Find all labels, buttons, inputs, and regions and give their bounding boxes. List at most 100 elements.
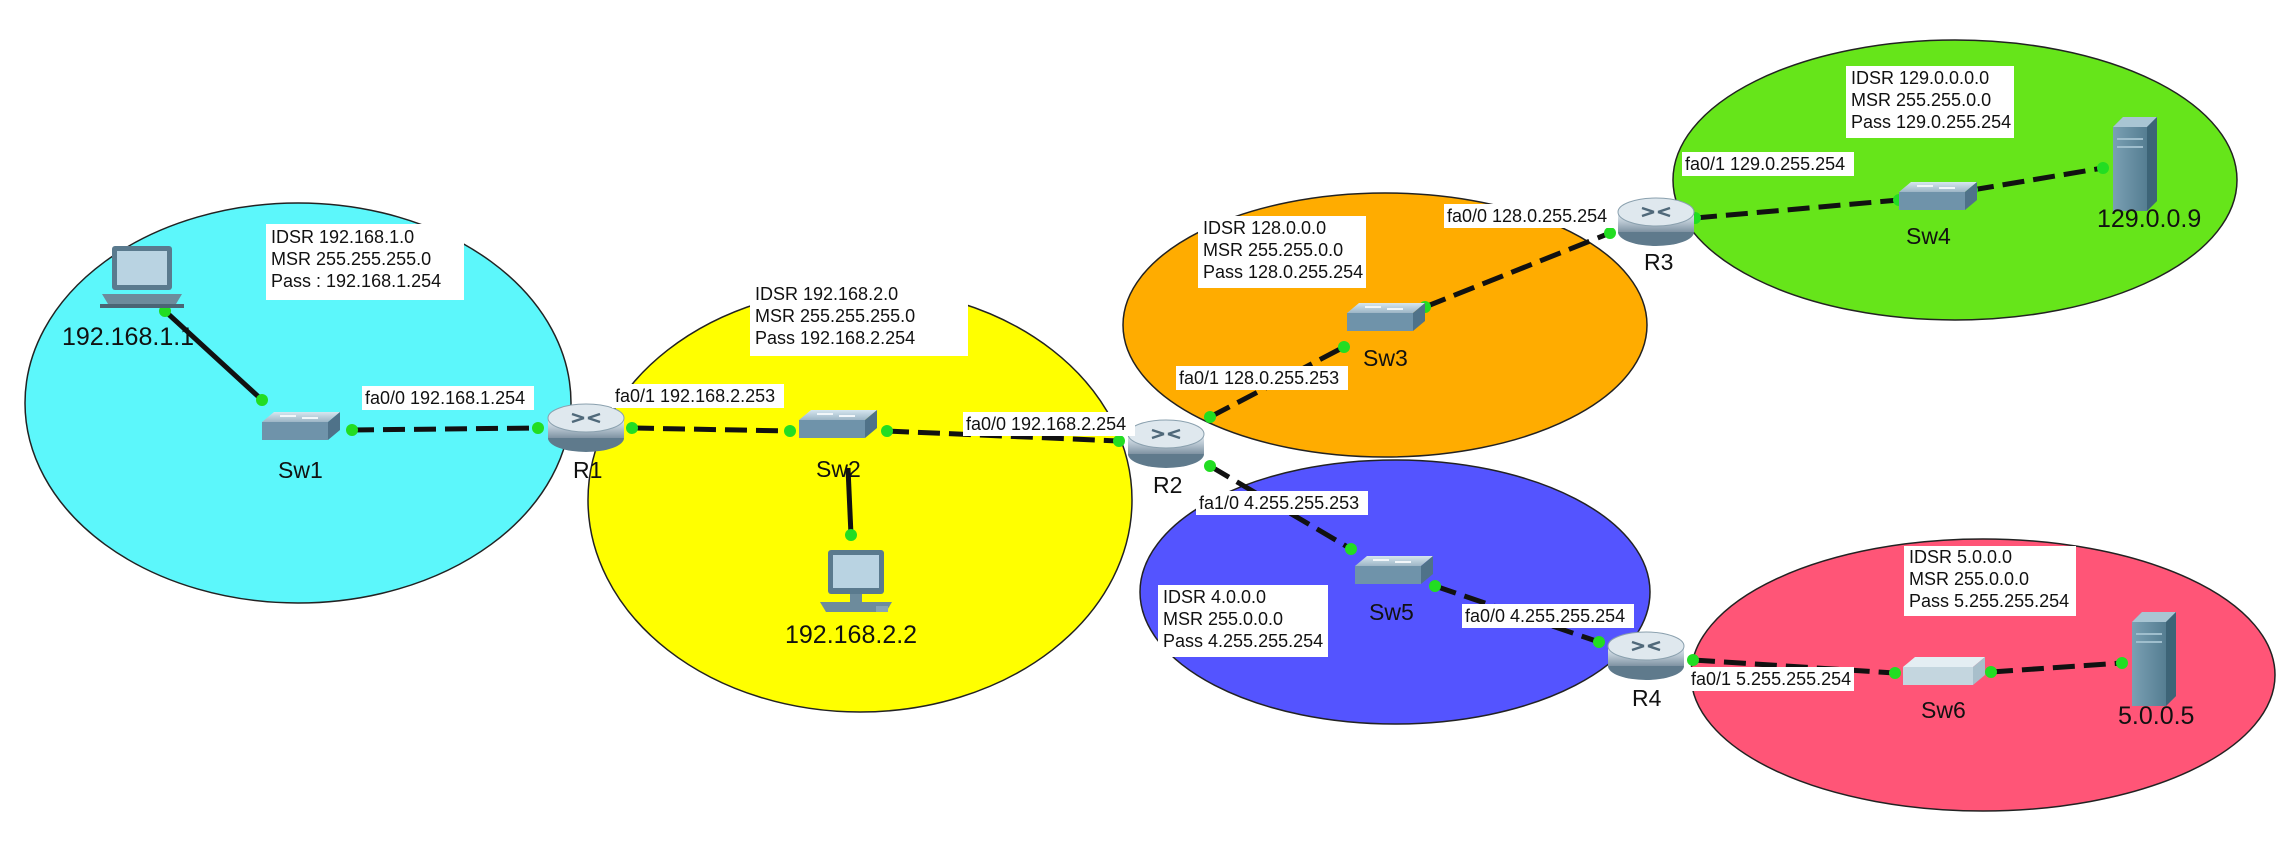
link-sw5-r4 [1434,583,1600,645]
network-info-box-6: IDSR 5.0.0.0 MSR 255.0.0.0 Pass 5.255.25… [1904,546,2076,616]
svg-text:Pass 5.255.255.254: Pass 5.255.255.254 [1909,591,2069,611]
server1-ip-label: 129.0.0.9 [2097,205,2201,233]
info-pass: Pass : 192.168.1.254 [271,271,441,291]
interface-label-r1-fa01: fa0/1 192.168.2.253 [612,384,784,408]
router-icon[interactable] [1127,419,1205,468]
laptop-ip-label: 192.168.1.1 [62,323,194,351]
info-msr: MSR 255.255.255.0 [755,306,915,326]
interface-label-r2-fa00: fa0/0 192.168.2.254 [963,412,1135,436]
svg-text:Pass 128.0.255.254: Pass 128.0.255.254 [1203,262,1363,282]
router-icon[interactable] [1617,197,1695,246]
server-icon[interactable] [2132,612,2176,706]
svg-text:fa0/0 4.255.255.254: fa0/0 4.255.255.254 [1465,606,1625,626]
sw1-label: Sw1 [278,457,323,483]
svg-text:MSR 255.0.0.0: MSR 255.0.0.0 [1163,609,1283,629]
port-dot [1429,580,1441,592]
links [163,165,2123,676]
pc-ip-label: 192.168.2.2 [785,621,917,649]
r1-label: R1 [573,457,602,483]
router-icon[interactable] [547,403,625,452]
svg-text:IDSR 192.168.2.0: IDSR 192.168.2.0 [755,284,898,304]
info-pass: Pass 4.255.255.254 [1163,631,1323,651]
interface-label-r4-fa01: fa0/1 5.255.255.254 [1688,667,1854,691]
svg-text:fa1/0 4.255.255.253: fa1/0 4.255.255.253 [1199,493,1359,513]
svg-text:MSR 255.255.0.0: MSR 255.255.0.0 [1851,90,1991,110]
network-info-box-1: IDSR 192.168.1.0 MSR 255.255.255.0 Pass … [266,224,464,300]
port-dot [1204,411,1216,423]
server2-ip-label: 5.0.0.5 [2118,702,2194,730]
switch-icon[interactable] [1347,303,1425,331]
info-idsr: IDSR 5.0.0.0 [1909,547,2012,567]
sw6-label: Sw6 [1921,697,1966,723]
svg-text:fa0/1 5.255.255.254: fa0/1 5.255.255.254 [1691,669,1851,689]
network-area-4 [1672,39,2238,321]
svg-text:fa0/1 129.0.255.254: fa0/1 129.0.255.254 [1685,154,1845,174]
port-dot [346,424,358,436]
sw2-label: Sw2 [816,456,861,482]
port-dot [1204,460,1216,472]
svg-text:MSR 255.255.0.0: MSR 255.255.0.0 [1203,240,1343,260]
interface-label-r3-fa01: fa0/1 129.0.255.254 [1682,152,1854,176]
port-dot [626,422,638,434]
link-sw2-r2 [886,428,1120,444]
port-dot [1985,666,1997,678]
svg-text:MSR 255.255.255.0: MSR 255.255.255.0 [271,249,431,269]
interface-label-r3-fa00: fa0/0 128.0.255.254 [1444,204,1616,228]
port-dot [256,394,268,406]
info-msr: MSR 255.255.0.0 [1851,90,1991,110]
switch-icon[interactable] [799,410,877,438]
info-msr: MSR 255.0.0.0 [1909,569,2029,589]
r3-label: R3 [1644,249,1673,275]
port-dot [1113,435,1125,447]
port-dot [2097,162,2109,174]
info-idsr: IDSR 128.0.0.0 [1203,218,1326,238]
interface-label-r2-fa10: fa1/0 4.255.255.253 [1196,491,1368,515]
switch-icon[interactable] [1903,657,1985,685]
network-info-box-2: IDSR 192.168.2.0 MSR 255.255.255.0 Pass … [750,282,968,356]
port-dot [881,425,893,437]
port-dot [1604,227,1616,239]
svg-text:fa0/0 192.168.1.254: fa0/0 192.168.1.254 [365,388,525,408]
svg-text:fa0/1 192.168.2.253: fa0/1 192.168.2.253 [615,386,775,406]
svg-text:MSR 255.255.255.0: MSR 255.255.255.0 [755,306,915,326]
info-msr: MSR 255.255.0.0 [1203,240,1343,260]
svg-text:MSR 255.0.0.0: MSR 255.0.0.0 [1909,569,2029,589]
link-sw1-r1 [351,425,539,433]
laptop-icon[interactable] [100,246,184,308]
link-r4-sw6 [1692,657,1896,676]
info-msr: MSR 255.255.255.0 [271,249,431,269]
port-dot [2116,657,2128,669]
network-info-box-3: IDSR 128.0.0.0 MSR 255.255.0.0 Pass 128.… [1198,216,1366,288]
port-dot [532,422,544,434]
network-info-box-4: IDSR 129.0.0.0.0 MSR 255.255.0.0 Pass 12… [1846,66,2014,138]
link-r1-sw2 [631,425,791,434]
interface-label-r4-fa00: fa0/0 4.255.255.254 [1462,604,1634,628]
port-dot [784,425,796,437]
info-idsr: IDSR 192.168.1.0 [271,227,414,247]
svg-text:Pass 192.168.2.254: Pass 192.168.2.254 [755,328,915,348]
switch-icon[interactable] [262,412,340,440]
interface-label-r1-fa00: fa0/0 192.168.1.254 [362,386,534,410]
svg-text:Pass 129.0.255.254: Pass 129.0.255.254 [1851,112,2011,132]
port-dot [1345,543,1357,555]
link-sw4-server1 [1971,165,2104,193]
router-icon[interactable] [1607,631,1685,680]
port-dot [1889,667,1901,679]
port-dot [1593,636,1605,648]
svg-text:fa0/0 192.168.2.254: fa0/0 192.168.2.254 [966,414,1126,434]
pc-icon[interactable] [820,550,892,612]
info-pass: Pass 128.0.255.254 [1203,262,1363,282]
info-idsr: IDSR 192.168.2.0 [755,284,898,304]
info-pass: Pass 5.255.255.254 [1909,591,2069,611]
info-idsr: IDSR 129.0.0.0.0 [1851,68,1989,88]
link-r3-sw4 [1694,197,1900,221]
sw3-label: Sw3 [1363,345,1408,371]
r4-label: R4 [1632,685,1662,711]
port-dot [1338,341,1350,353]
link-sw2-pc [845,467,854,536]
info-msr: MSR 255.0.0.0 [1163,609,1283,629]
switch-icon[interactable] [1899,182,1977,210]
server-icon[interactable] [2113,117,2157,211]
switch-icon[interactable] [1355,556,1433,584]
